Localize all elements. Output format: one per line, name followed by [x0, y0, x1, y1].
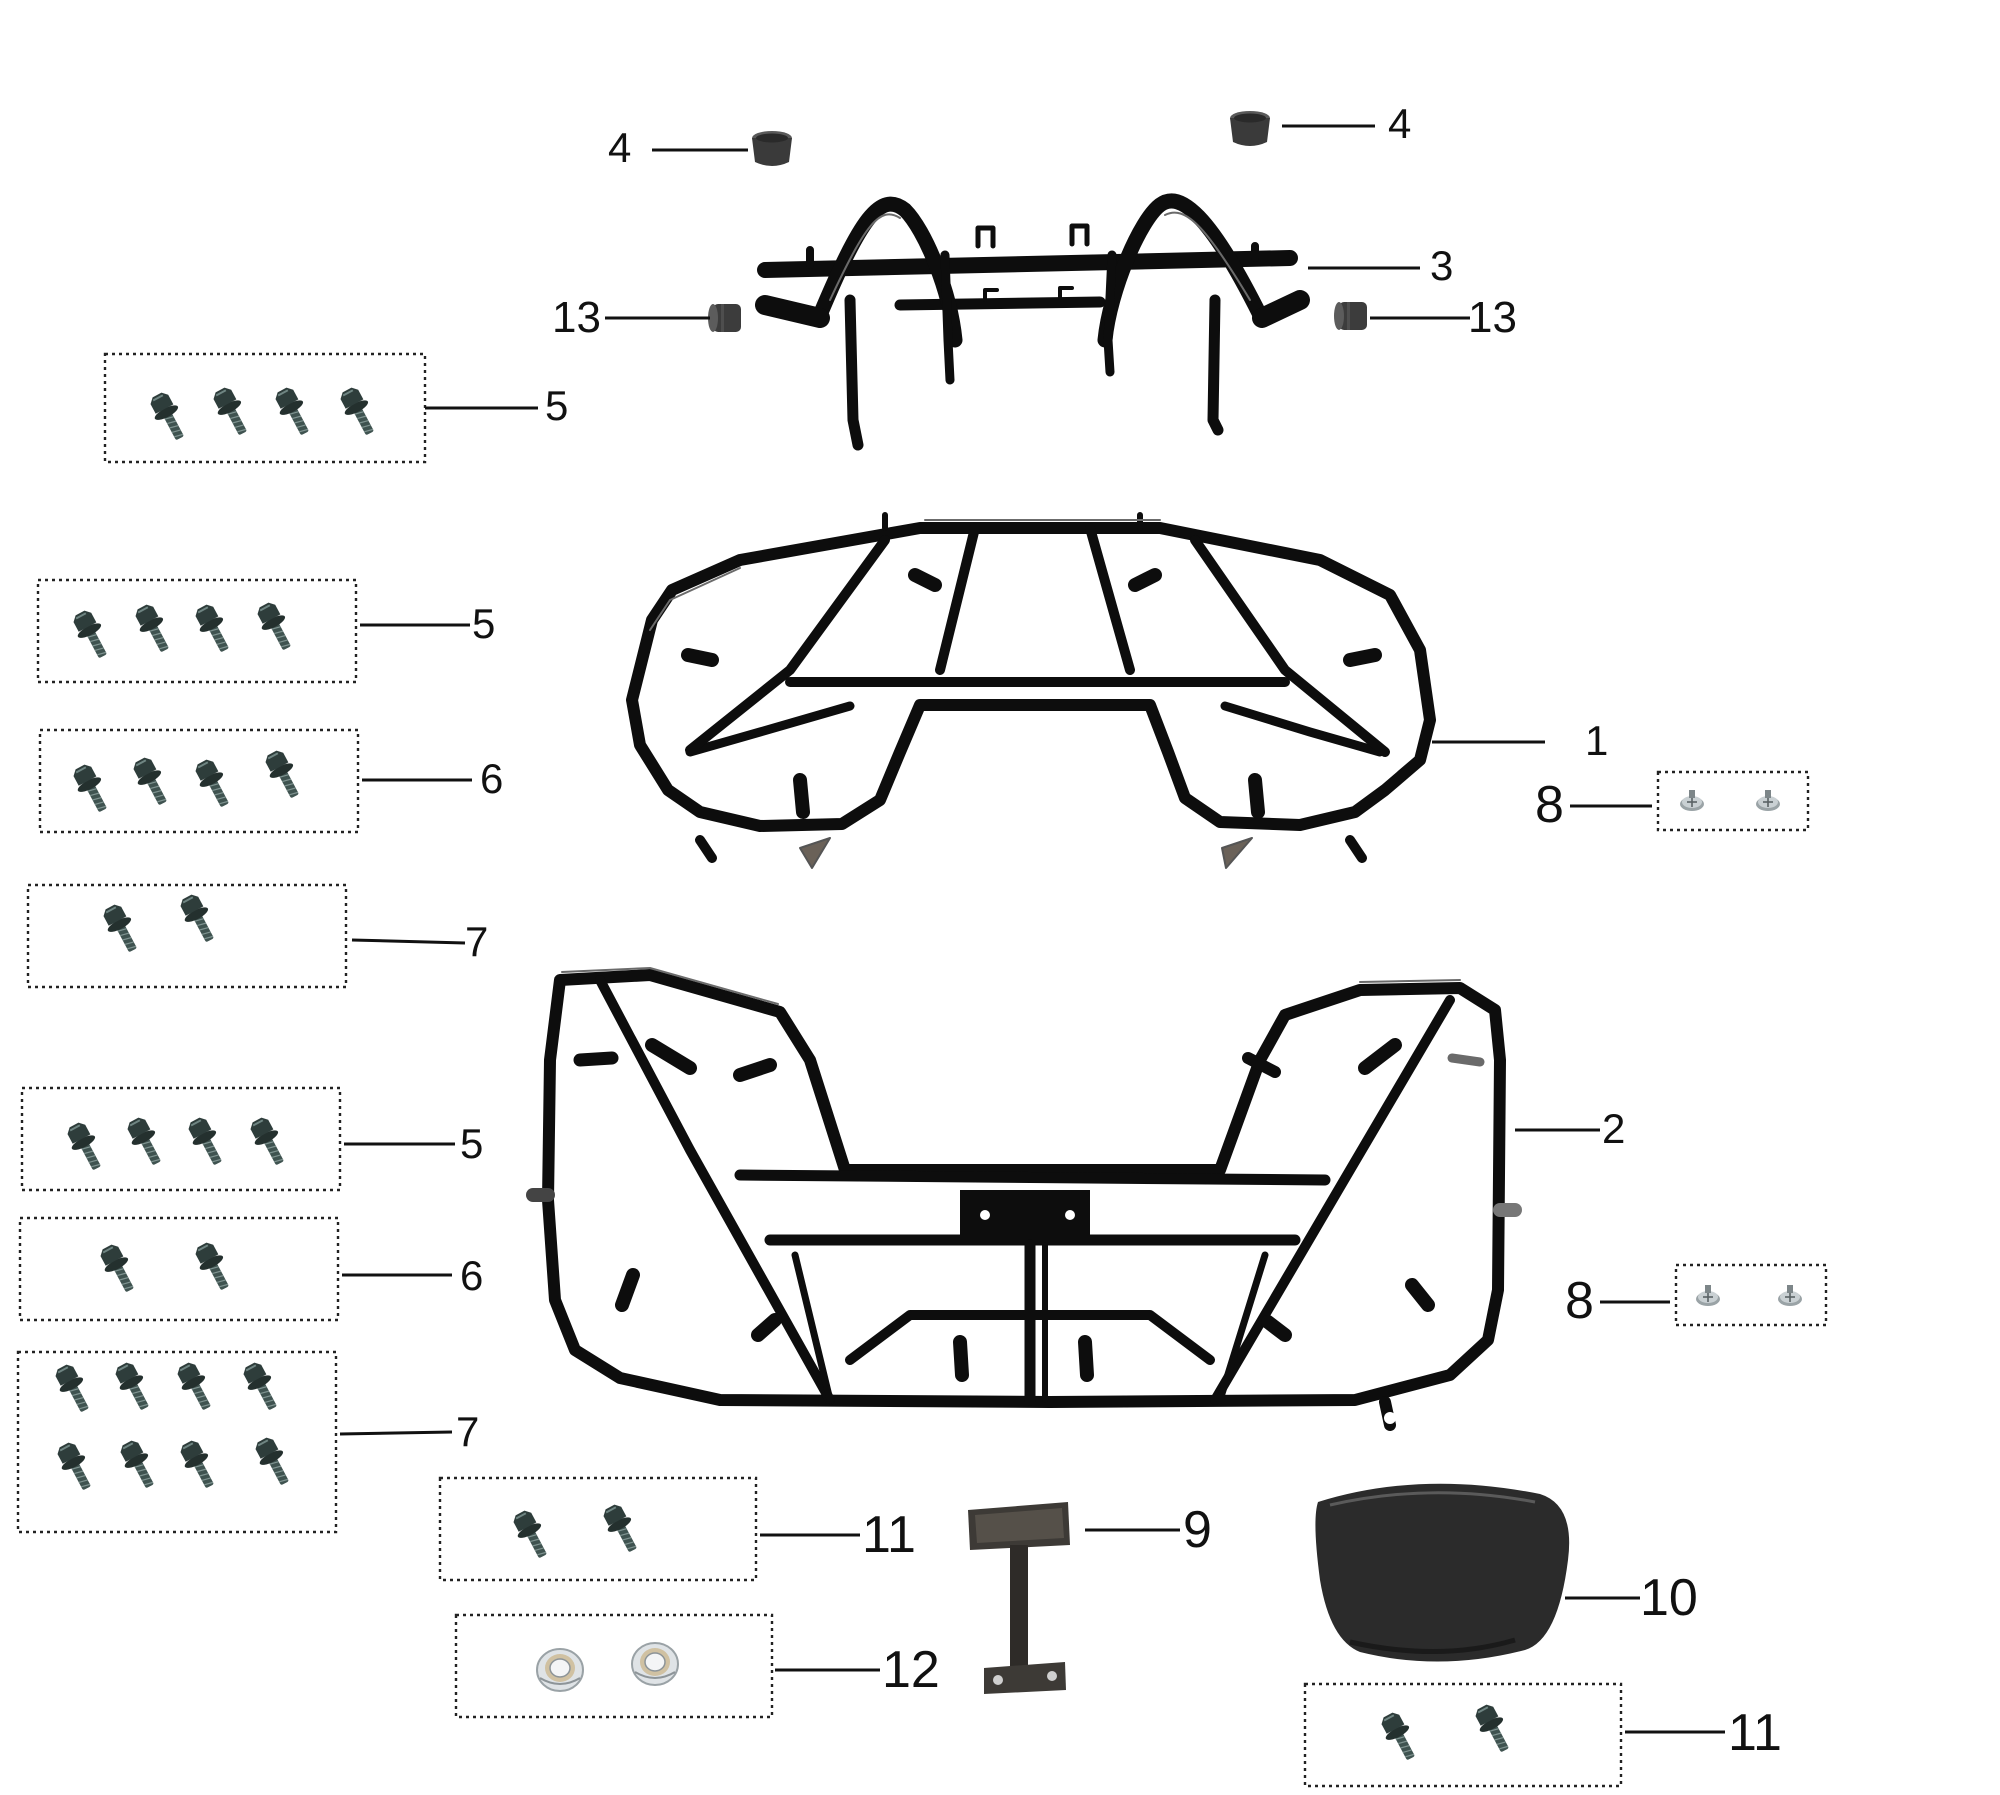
callout-10: 10 — [1640, 1569, 1698, 1627]
kit-11-low-box — [1303, 1682, 1623, 1788]
backrest-bracket — [968, 1502, 1070, 1694]
kit-11-mid-bolts — [507, 1499, 646, 1564]
callout-3: 3 — [1430, 242, 1453, 289]
callout-7-mid: 7 — [465, 918, 488, 965]
rubber-bushing-right — [1334, 302, 1367, 330]
callout-13-right: 13 — [1468, 293, 1517, 342]
callout-4-left: 4 — [608, 124, 631, 171]
rubber-bushing-left — [708, 304, 741, 332]
callout-6-mid: 6 — [480, 755, 503, 802]
callout-1: 1 — [1585, 717, 1608, 764]
callout-8-top: 8 — [1535, 776, 1564, 834]
kit-5-low-bolts — [61, 1112, 293, 1176]
leader-lines — [339, 124, 1725, 1734]
kit-5-top-bolts — [144, 382, 383, 446]
callout-5-top: 5 — [545, 382, 568, 429]
callout-11-low: 11 — [1728, 1704, 1782, 1762]
callout-5-mid: 5 — [472, 600, 495, 647]
callout-7-low: 7 — [456, 1408, 479, 1455]
kit-12-nuts — [536, 1642, 679, 1692]
kit-7-low-box — [16, 1350, 338, 1534]
callout-5-low: 5 — [460, 1120, 483, 1167]
kit-8-top-screws — [1679, 789, 1781, 812]
callout-12: 12 — [882, 1641, 940, 1699]
kit-12-box — [454, 1613, 774, 1719]
kit-6-low-box — [18, 1216, 340, 1322]
kit-11-low-bolts — [1375, 1699, 1518, 1766]
callout-6-low: 6 — [460, 1252, 483, 1299]
kit-7-low-bolts — [49, 1357, 298, 1496]
kit-5-low-box — [20, 1086, 342, 1192]
kit-5-mid-bolts — [67, 597, 300, 664]
kit-8-top-box — [1656, 770, 1810, 832]
kit-6-low-bolts — [94, 1237, 238, 1298]
rear-rack — [526, 967, 1522, 1431]
front-bumper-guard — [755, 193, 1310, 451]
callout-9: 9 — [1183, 1501, 1212, 1559]
callout-2: 2 — [1602, 1105, 1625, 1152]
kit-8-low-screws — [1695, 1284, 1803, 1307]
kit-6-mid-bolts — [67, 745, 308, 818]
rubber-cap-left — [752, 131, 792, 166]
rubber-cap-right — [1230, 111, 1270, 146]
kit-11-mid-box — [438, 1476, 758, 1582]
callout-11-mid: 11 — [862, 1506, 916, 1564]
front-rack — [626, 512, 1436, 869]
callout-13-left: 13 — [552, 293, 601, 342]
backrest-pad — [1315, 1483, 1570, 1662]
kit-7-mid-bolts — [97, 889, 223, 958]
callout-4-right: 4 — [1388, 100, 1411, 147]
callout-8-low: 8 — [1565, 1272, 1594, 1330]
